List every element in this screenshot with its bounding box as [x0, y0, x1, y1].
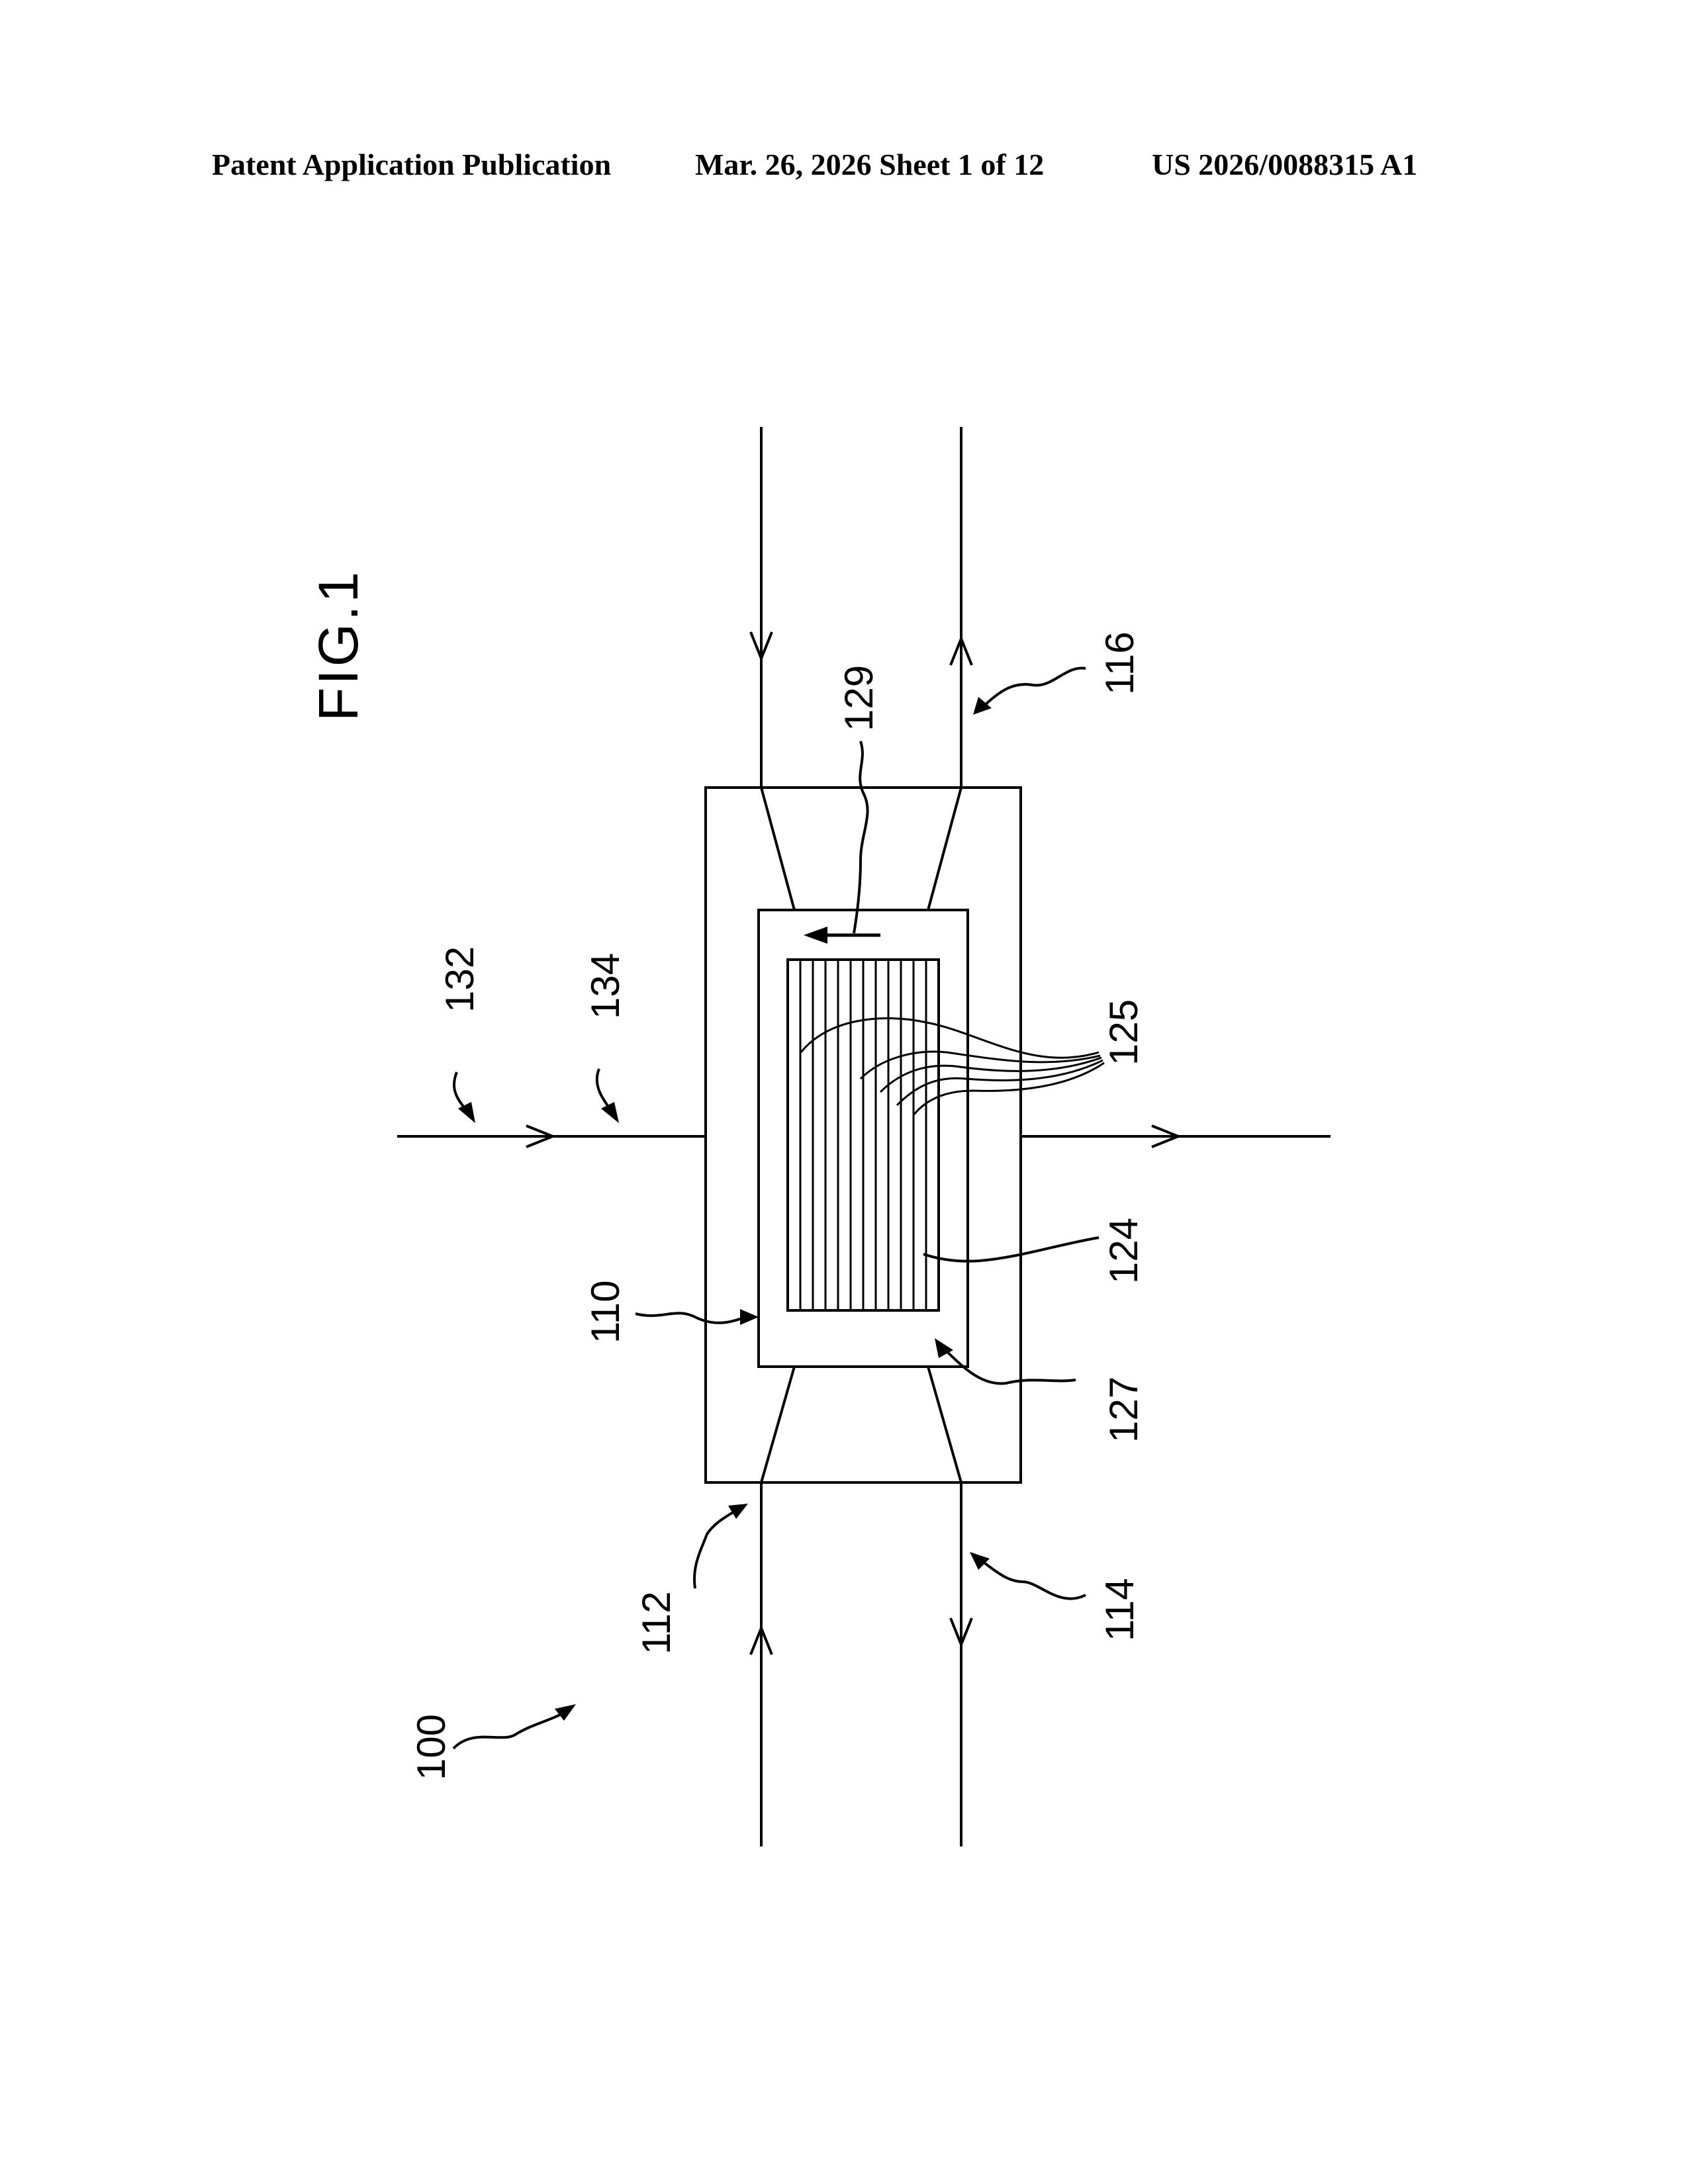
ref-112: 112: [634, 1591, 679, 1655]
membrane-lines-125: [800, 960, 926, 1310]
leader-112: [694, 1510, 736, 1588]
ref-134: 134: [583, 953, 628, 1019]
leader-arrowheads: [458, 697, 992, 1721]
flow-arrow-129: [804, 927, 880, 944]
ref-129: 129: [837, 665, 881, 731]
ref-132: 132: [438, 946, 482, 1013]
leaders-125: [801, 1019, 1104, 1115]
ref-110: 110: [583, 1280, 628, 1343]
ref-124: 124: [1102, 1218, 1146, 1284]
ref-125: 125: [1102, 999, 1146, 1066]
leader-116: [985, 668, 1086, 705]
leader-100: [453, 1713, 564, 1749]
ref-114: 114: [1098, 1578, 1142, 1641]
ref-127: 127: [1102, 1377, 1146, 1443]
leader-124: [923, 1238, 1099, 1261]
leader-114: [981, 1561, 1086, 1599]
ref-116: 116: [1098, 631, 1142, 695]
leader-127: [945, 1350, 1076, 1383]
figure-title: FIG.1: [307, 569, 369, 721]
leader-132: [454, 1072, 467, 1111]
leader-110: [635, 1313, 745, 1323]
leader-129: [854, 741, 868, 933]
ref-100: 100: [409, 1714, 453, 1780]
